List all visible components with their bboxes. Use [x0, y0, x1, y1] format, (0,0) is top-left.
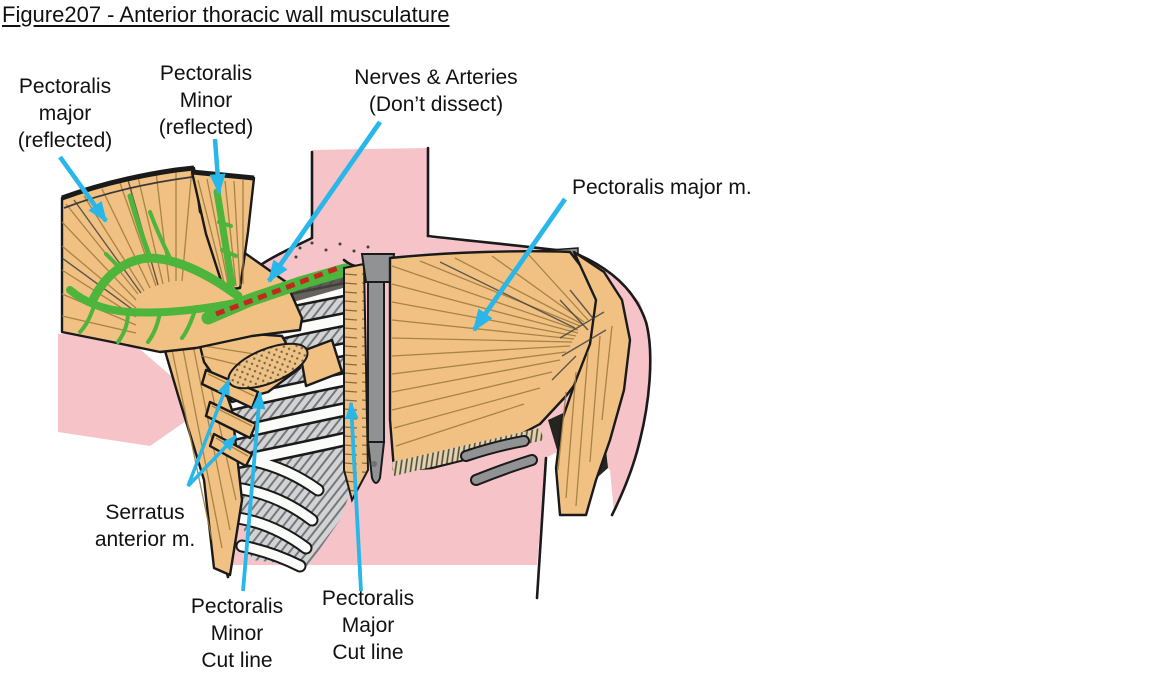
arrow-serratus-upper — [186, 378, 231, 487]
label-pectoralis-major-reflected: Pectoralis major (reflected) — [17, 75, 113, 152]
arrow-pec-minor-cutline — [241, 391, 266, 592]
arrow-pec-major-reflected — [58, 155, 108, 223]
leader-arrows — [58, 120, 567, 592]
label-pectoralis-major-m: Pectoralis major m. — [572, 176, 752, 199]
pec-major-cut-edge — [343, 262, 370, 503]
sternum — [360, 253, 396, 484]
arrow-pec-major-cutline — [345, 401, 363, 592]
label-serratus-anterior: Serratus anterior m. — [94, 501, 196, 551]
arrow-pec-major-m — [472, 197, 567, 332]
pec-minor-stump — [227, 338, 344, 390]
artery — [215, 265, 339, 317]
skin-stipple — [294, 241, 370, 259]
label-pectoralis-minor-reflected: Pectoralis Minor (reflected) — [158, 62, 254, 139]
arrow-pec-minor-reflected — [209, 138, 226, 195]
arrow-serratus-lower — [186, 434, 238, 488]
left-arm-skin — [58, 332, 196, 446]
arm-muscles-right — [554, 250, 632, 517]
arrow-nerves-arteries — [267, 120, 382, 283]
figure-title: Figure207 - Anterior thoracic wall muscu… — [2, 2, 450, 27]
label-nerves-arteries: Nerves & Arteries (Don’t dissect) — [354, 66, 518, 116]
label-pectoralis-minor-cut-line: Pectoralis Minor Cut line — [190, 595, 284, 672]
label-pectoralis-major-cut-line: Pectoralis Major Cut line — [321, 587, 415, 664]
